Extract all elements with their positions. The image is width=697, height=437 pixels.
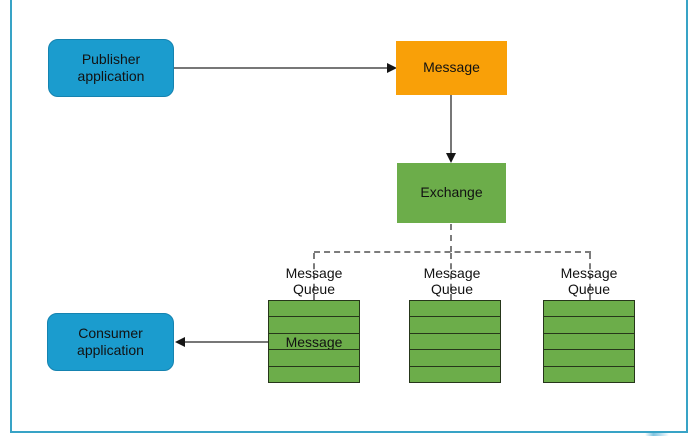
arrow-publisher-to-message-line — [174, 67, 388, 69]
queue-slot — [410, 332, 500, 349]
slide-frame-border — [10, 0, 688, 433]
arrow-down-icon — [446, 153, 456, 163]
arrow-left-icon — [175, 337, 185, 347]
message-queue-1: Message — [268, 300, 360, 383]
queue-slot — [269, 301, 359, 316]
arrow-message-to-exchange-line — [450, 95, 452, 155]
exchange-node: Exchange — [397, 163, 506, 223]
queue-slot — [410, 316, 500, 332]
dashed-line-exchange-stub — [450, 224, 452, 252]
dashed-line-to-queue-2 — [450, 253, 452, 300]
queue-2-label: Message Queue — [423, 265, 481, 298]
message-queue-3 — [543, 300, 635, 383]
queue-slot — [269, 365, 359, 382]
queue-slot — [269, 316, 359, 332]
queue-slot — [544, 365, 634, 382]
queue-3-label: Message Queue — [560, 265, 618, 298]
dashed-line-horizontal — [314, 251, 591, 253]
consumer-application-node: Consumer application — [47, 313, 174, 371]
message-queue-2 — [409, 300, 501, 383]
queue-slot — [544, 301, 634, 316]
queue-slot — [269, 349, 359, 365]
arrow-right-icon — [387, 63, 397, 73]
queue-slot — [410, 301, 500, 316]
queue-slot — [410, 349, 500, 365]
message-node: Message — [396, 41, 507, 95]
bottom-right-artifact — [645, 433, 669, 436]
dashed-line-to-queue-1 — [313, 253, 315, 300]
queue-slot — [544, 349, 634, 365]
arrow-queue-to-consumer-line — [184, 341, 268, 343]
queue-slot — [544, 316, 634, 332]
publisher-application-node: Publisher application — [48, 39, 174, 97]
dashed-line-to-queue-3 — [589, 253, 591, 300]
queue-1-label: Message Queue — [285, 265, 343, 298]
queue-slot — [544, 332, 634, 349]
queue-slot-message: Message — [269, 332, 359, 349]
queue-slot — [410, 365, 500, 382]
